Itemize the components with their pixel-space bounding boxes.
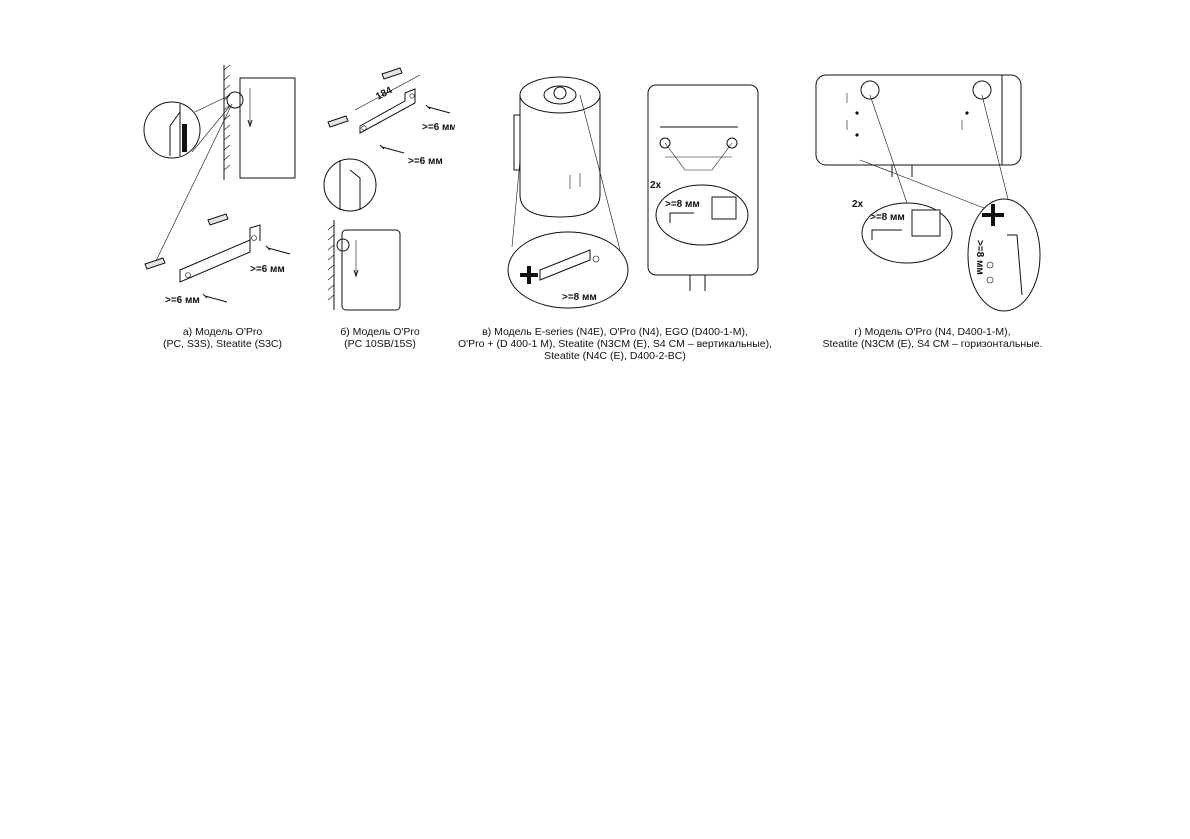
panel-g-caption: г) Модель O'Pro (N4, D400-1-M), Steatite… <box>800 326 1065 350</box>
panel-a-caption: а) Модель O'Pro (PC, S3S), Steatite (S3C… <box>130 326 315 350</box>
panel-b-diagram: 184 >=6 мм >=6 мм <box>320 60 455 315</box>
panel-a-diagram: >=6 мм >=6 мм <box>140 60 305 315</box>
panel-v-caption-line-3: Steatite (N4C (E), D400-2-BC) <box>544 350 686 362</box>
panel-v-caption-line-2: O'Pro + (D 400-1 M), Steatite (N3CM (E),… <box>457 338 773 350</box>
panel-b-label-1: >=6 мм <box>422 122 455 133</box>
panel-v-diagram: >=8 мм 2x >=8 мм <box>500 65 770 315</box>
panel-g-label-3: >=8 мм <box>974 240 985 275</box>
panel-a-caption-line-2: (PC, S3S), Steatite (S3C) <box>162 338 283 350</box>
panel-a-label-1: >=6 мм <box>250 264 285 275</box>
panel-g-diagram: 2x >=8 мм >=8 мм <box>812 65 1047 315</box>
panel-a-label-2: >=6 мм <box>165 295 200 306</box>
panel-b-dimension: 184 <box>374 85 394 103</box>
panel-v-caption-line-1: в) Модель E-series (N4E), O'Pro (N4), EG… <box>482 326 748 338</box>
panel-v-caption: в) Модель E-series (N4E), O'Pro (N4), EG… <box>430 326 800 362</box>
panel-a-caption-line-1: а) Модель O'Pro <box>182 326 263 338</box>
panel-v-illustration: >=8 мм 2x >=8 мм <box>507 76 759 309</box>
panel-a-illustration: >=6 мм >=6 мм <box>143 64 296 306</box>
panel-b-label-2: >=6 мм <box>408 156 443 167</box>
panel-g-label-1: 2x <box>852 199 864 210</box>
panel-g-illustration: 2x >=8 мм >=8 мм <box>815 74 1041 312</box>
panel-v-label-1: >=8 мм <box>562 292 597 303</box>
panel-v-label-3: >=8 мм <box>665 199 700 210</box>
panel-g-caption-line-2: Steatite (N3CM (E), S4 CM – горизонтальн… <box>822 338 1043 350</box>
panel-b-caption-line-2: (PC 10SB/15S) <box>344 338 416 350</box>
panel-b-caption: б) Модель O'Pro (PC 10SB/15S) <box>315 326 445 350</box>
panel-b-caption-line-1: б) Модель O'Pro <box>340 326 420 338</box>
panel-b-illustration: 184 >=6 мм >=6 мм <box>323 67 455 311</box>
panel-g-caption-line-1: г) Модель O'Pro (N4, D400-1-M), <box>854 326 1011 338</box>
panel-v-label-2: 2x <box>650 180 662 191</box>
panel-g-label-2: >=8 мм <box>870 212 905 223</box>
